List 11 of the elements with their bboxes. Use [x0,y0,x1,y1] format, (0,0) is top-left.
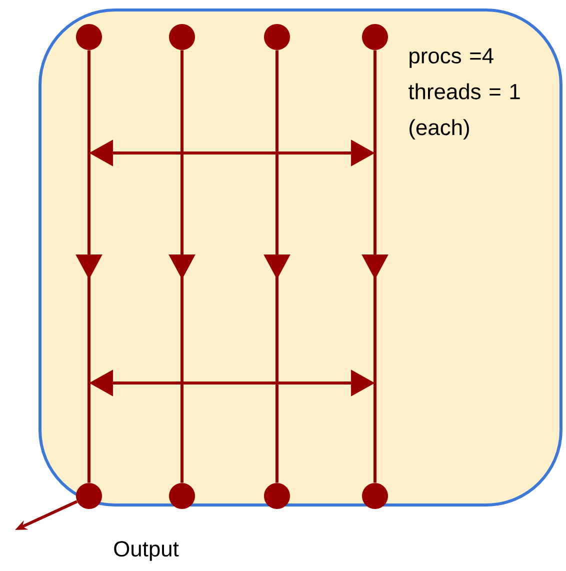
dot [169,483,195,509]
dot [169,24,195,50]
dot [362,24,388,50]
box-label: procs =4 threads = 1 (each) [408,48,520,140]
process-box [38,8,562,506]
output-label: Output [114,541,179,561]
dot [264,483,290,509]
dot [264,24,290,50]
dot [76,24,102,50]
dot [362,483,388,509]
dot [76,483,102,509]
